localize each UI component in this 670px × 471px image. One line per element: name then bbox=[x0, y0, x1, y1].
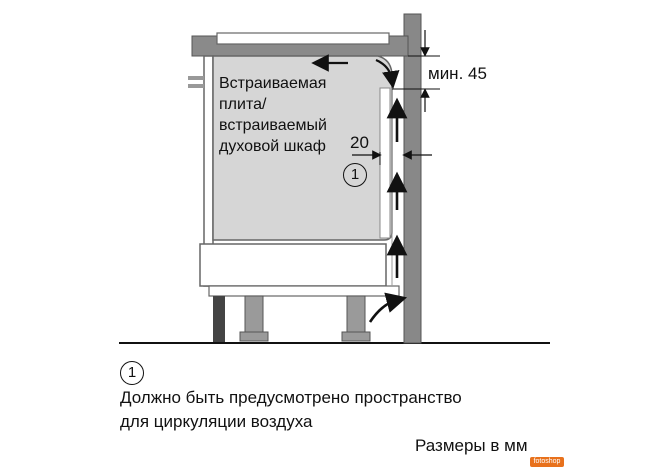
control-knob bbox=[188, 76, 204, 80]
unit-label: Встраиваемая плита/ встраиваемый духовой… bbox=[219, 73, 327, 157]
cabinet-foot bbox=[346, 295, 366, 333]
foot-base bbox=[239, 331, 269, 342]
watermark-logo: fotoshop bbox=[530, 457, 564, 467]
control-knob bbox=[188, 84, 204, 88]
dimension-gap-label: 20 bbox=[350, 133, 369, 152]
dimension-top-label: мин. 45 bbox=[428, 64, 487, 83]
unit-label-line: встраиваемый bbox=[219, 117, 327, 134]
foot-base bbox=[341, 331, 371, 342]
unit-label-line: Встраиваемая bbox=[219, 75, 327, 92]
wall bbox=[403, 13, 422, 344]
footnote-line-2: для циркуляции воздуха bbox=[120, 412, 313, 431]
hob-glass bbox=[216, 32, 390, 45]
footnote-line-1: Должно быть предусмотрено пространство bbox=[120, 388, 462, 407]
cabinet-drawer bbox=[199, 243, 387, 287]
cabinet-plinth bbox=[208, 285, 400, 297]
airflow-arrow-curved bbox=[368, 292, 408, 323]
neighbor-cabinet-side bbox=[213, 296, 225, 342]
unit-label-line: плита/ bbox=[219, 96, 267, 113]
airflow-arrow-bend bbox=[375, 58, 400, 89]
units-note: Размеры в мм bbox=[415, 436, 528, 455]
footnote-number-circle: 1 bbox=[120, 361, 144, 385]
unit-back-panel bbox=[379, 87, 391, 239]
cabinet-foot bbox=[244, 295, 264, 333]
callout-circle: 1 bbox=[343, 163, 367, 187]
unit-label-line: духовой шкаф bbox=[219, 138, 326, 155]
